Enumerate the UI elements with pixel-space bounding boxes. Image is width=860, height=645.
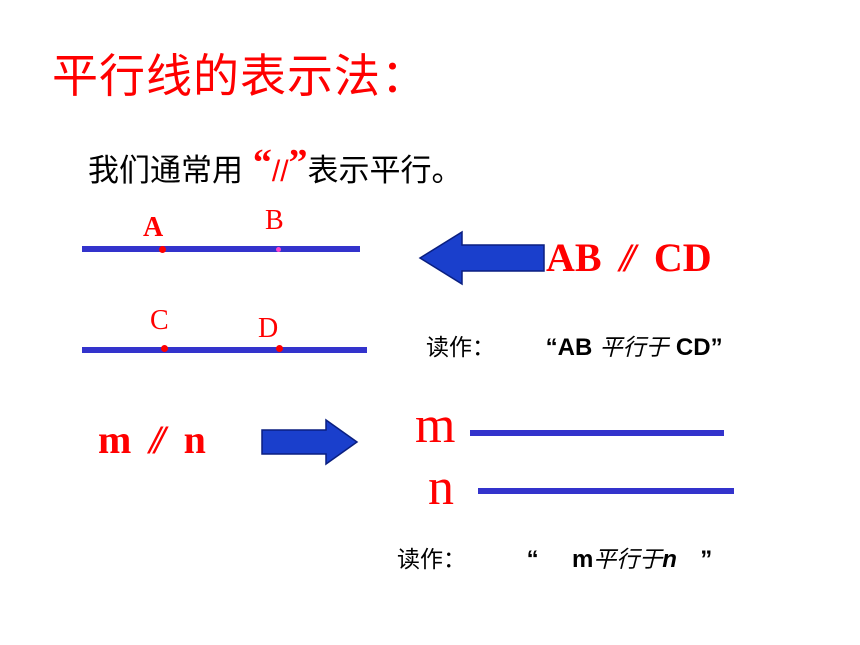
line-cd xyxy=(82,347,367,353)
read-ab-prefix: 读作： xyxy=(426,335,495,361)
arrow-left-icon xyxy=(418,230,545,286)
notation-m-n: m // n xyxy=(98,416,206,463)
read-mn-close-quote: ” xyxy=(700,546,713,573)
point-c-dot xyxy=(161,345,168,352)
read-m-n: 读作： “ m平行于n ” xyxy=(397,540,712,574)
point-c-label: C xyxy=(150,305,169,336)
intro-symbol: // xyxy=(271,155,289,188)
notation-ab-left: AB xyxy=(546,235,602,280)
notation-mn-symbol: // xyxy=(149,417,165,462)
notation-ab-cd: AB // CD xyxy=(546,234,712,281)
read-ab-middle: 平行于 xyxy=(599,335,669,361)
read-mn-left: m xyxy=(571,546,594,573)
notation-ab-symbol: // xyxy=(619,235,636,280)
point-a-dot xyxy=(159,246,166,253)
line-n-label: n xyxy=(428,459,454,516)
intro-after: 表示平行。 xyxy=(307,153,463,189)
read-mn-open-quote: “ xyxy=(526,546,539,573)
point-d-label: D xyxy=(258,313,279,344)
line-ab xyxy=(82,246,360,252)
notation-mn-left: m xyxy=(98,417,132,462)
intro-before: 我们通常用 xyxy=(88,153,243,189)
intro-sentence: 我们通常用 “//”表示平行。 xyxy=(88,142,463,191)
point-a-label: A xyxy=(143,212,164,243)
read-ab-close-quote: ” xyxy=(710,334,723,361)
read-ab-cd: 读作： “AB 平行于 CD” xyxy=(426,328,723,362)
read-mn-prefix: 读作： xyxy=(397,547,466,573)
notation-ab-right: CD xyxy=(653,235,712,280)
read-ab-right: CD xyxy=(675,334,711,361)
line-n xyxy=(478,488,734,494)
read-ab-open-quote: “ xyxy=(545,334,558,361)
intro-close-quote: ” xyxy=(288,142,308,184)
arrow-right-icon xyxy=(261,418,359,466)
notation-mn-right: n xyxy=(183,417,206,462)
line-m xyxy=(470,430,724,436)
slide-title: 平行线的表示法： xyxy=(52,49,428,103)
read-mn-middle: 平行于 xyxy=(593,547,663,573)
point-b-label: B xyxy=(265,205,284,236)
intro-open-quote: “ xyxy=(252,142,272,184)
read-mn-right: n xyxy=(662,546,677,573)
point-b-dot xyxy=(276,247,281,252)
line-m-label: m xyxy=(415,397,456,454)
point-d-dot xyxy=(276,345,283,352)
read-ab-left: AB xyxy=(557,334,593,361)
